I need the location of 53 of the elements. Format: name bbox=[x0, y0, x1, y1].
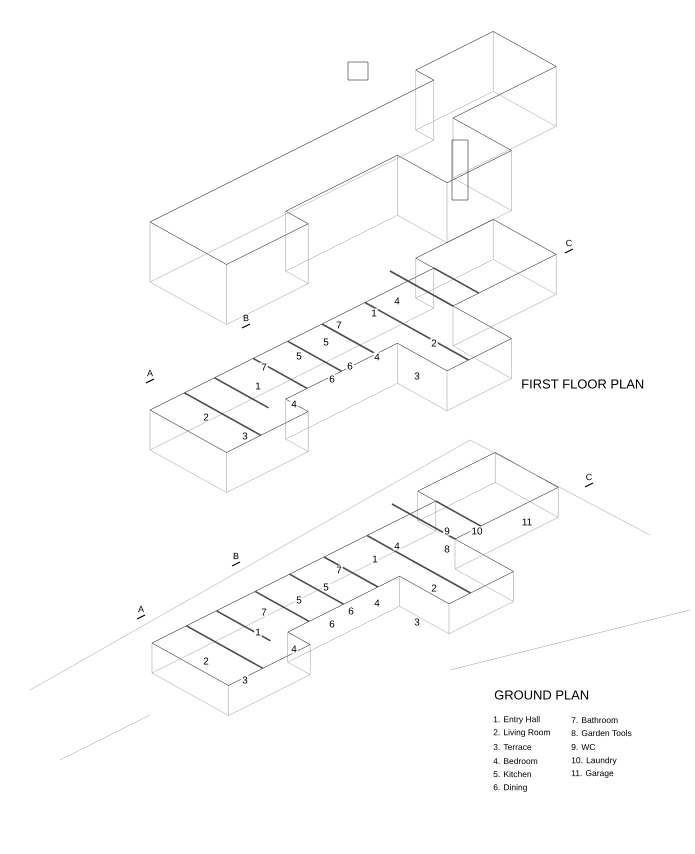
room-number: 7 bbox=[260, 362, 268, 372]
section-marker: B bbox=[244, 314, 249, 322]
room-number: 8 bbox=[443, 544, 451, 554]
room-number: 2 bbox=[430, 584, 438, 592]
room-number: 1 bbox=[370, 308, 378, 318]
legend-item: 11. Garage bbox=[572, 770, 614, 778]
legend-item: 10. Laundry bbox=[572, 757, 617, 765]
room-number: 1 bbox=[254, 628, 262, 636]
legend-item: 7. Bathroom bbox=[572, 716, 618, 724]
legend-item: 5. Kitchen bbox=[494, 770, 532, 778]
plan-title: GROUND PLAN bbox=[494, 690, 588, 700]
room-number: 3 bbox=[413, 617, 421, 627]
room-number: 3 bbox=[413, 371, 421, 381]
legend-item: 9. WC bbox=[572, 744, 596, 750]
legend-item: 2. Living Room bbox=[494, 729, 550, 737]
plan-title: FIRST FLOOR PLAN bbox=[522, 379, 644, 389]
room-number: 4 bbox=[290, 644, 298, 654]
room-number: 4 bbox=[393, 542, 401, 550]
room-number: 2 bbox=[430, 338, 438, 348]
room-number: 6 bbox=[328, 619, 336, 629]
room-number: 3 bbox=[241, 431, 249, 441]
room-number: 7 bbox=[335, 320, 343, 330]
legend-item: 6. Dining bbox=[494, 784, 527, 792]
room-number: 4 bbox=[290, 400, 298, 408]
room-number: 3 bbox=[241, 675, 249, 685]
section-marker: A bbox=[147, 370, 153, 376]
section-marker: A bbox=[138, 606, 144, 612]
room-number: 4 bbox=[393, 296, 401, 306]
room-number: 1 bbox=[371, 554, 379, 564]
room-number: 1 bbox=[254, 382, 262, 390]
room-number: 2 bbox=[202, 656, 210, 666]
room-number: 6 bbox=[328, 374, 336, 384]
room-number: 5 bbox=[322, 338, 330, 346]
room-number: 11 bbox=[520, 518, 534, 526]
legend-item: 4. Bedroom bbox=[493, 758, 538, 764]
room-number: 9 bbox=[443, 526, 451, 536]
room-number: 5 bbox=[295, 596, 303, 604]
room-number: 5 bbox=[295, 352, 303, 360]
room-number: 5 bbox=[322, 582, 330, 592]
section-marker: C bbox=[586, 474, 592, 480]
section-marker: C bbox=[566, 240, 572, 246]
room-number: 7 bbox=[335, 566, 343, 574]
room-number: 6 bbox=[347, 606, 355, 616]
room-number: 4 bbox=[373, 352, 381, 362]
room-number: 10 bbox=[470, 526, 484, 536]
room-number: 4 bbox=[373, 598, 381, 608]
section-marker: B bbox=[234, 552, 239, 560]
room-number: 7 bbox=[260, 608, 268, 616]
legend-item: 3. Terrace bbox=[494, 744, 532, 750]
room-number: 2 bbox=[202, 412, 210, 422]
room-number: 6 bbox=[346, 361, 354, 371]
legend-item: 1. Entry Hall bbox=[494, 716, 540, 724]
legend-item: 8. Garden Tools bbox=[572, 730, 632, 736]
